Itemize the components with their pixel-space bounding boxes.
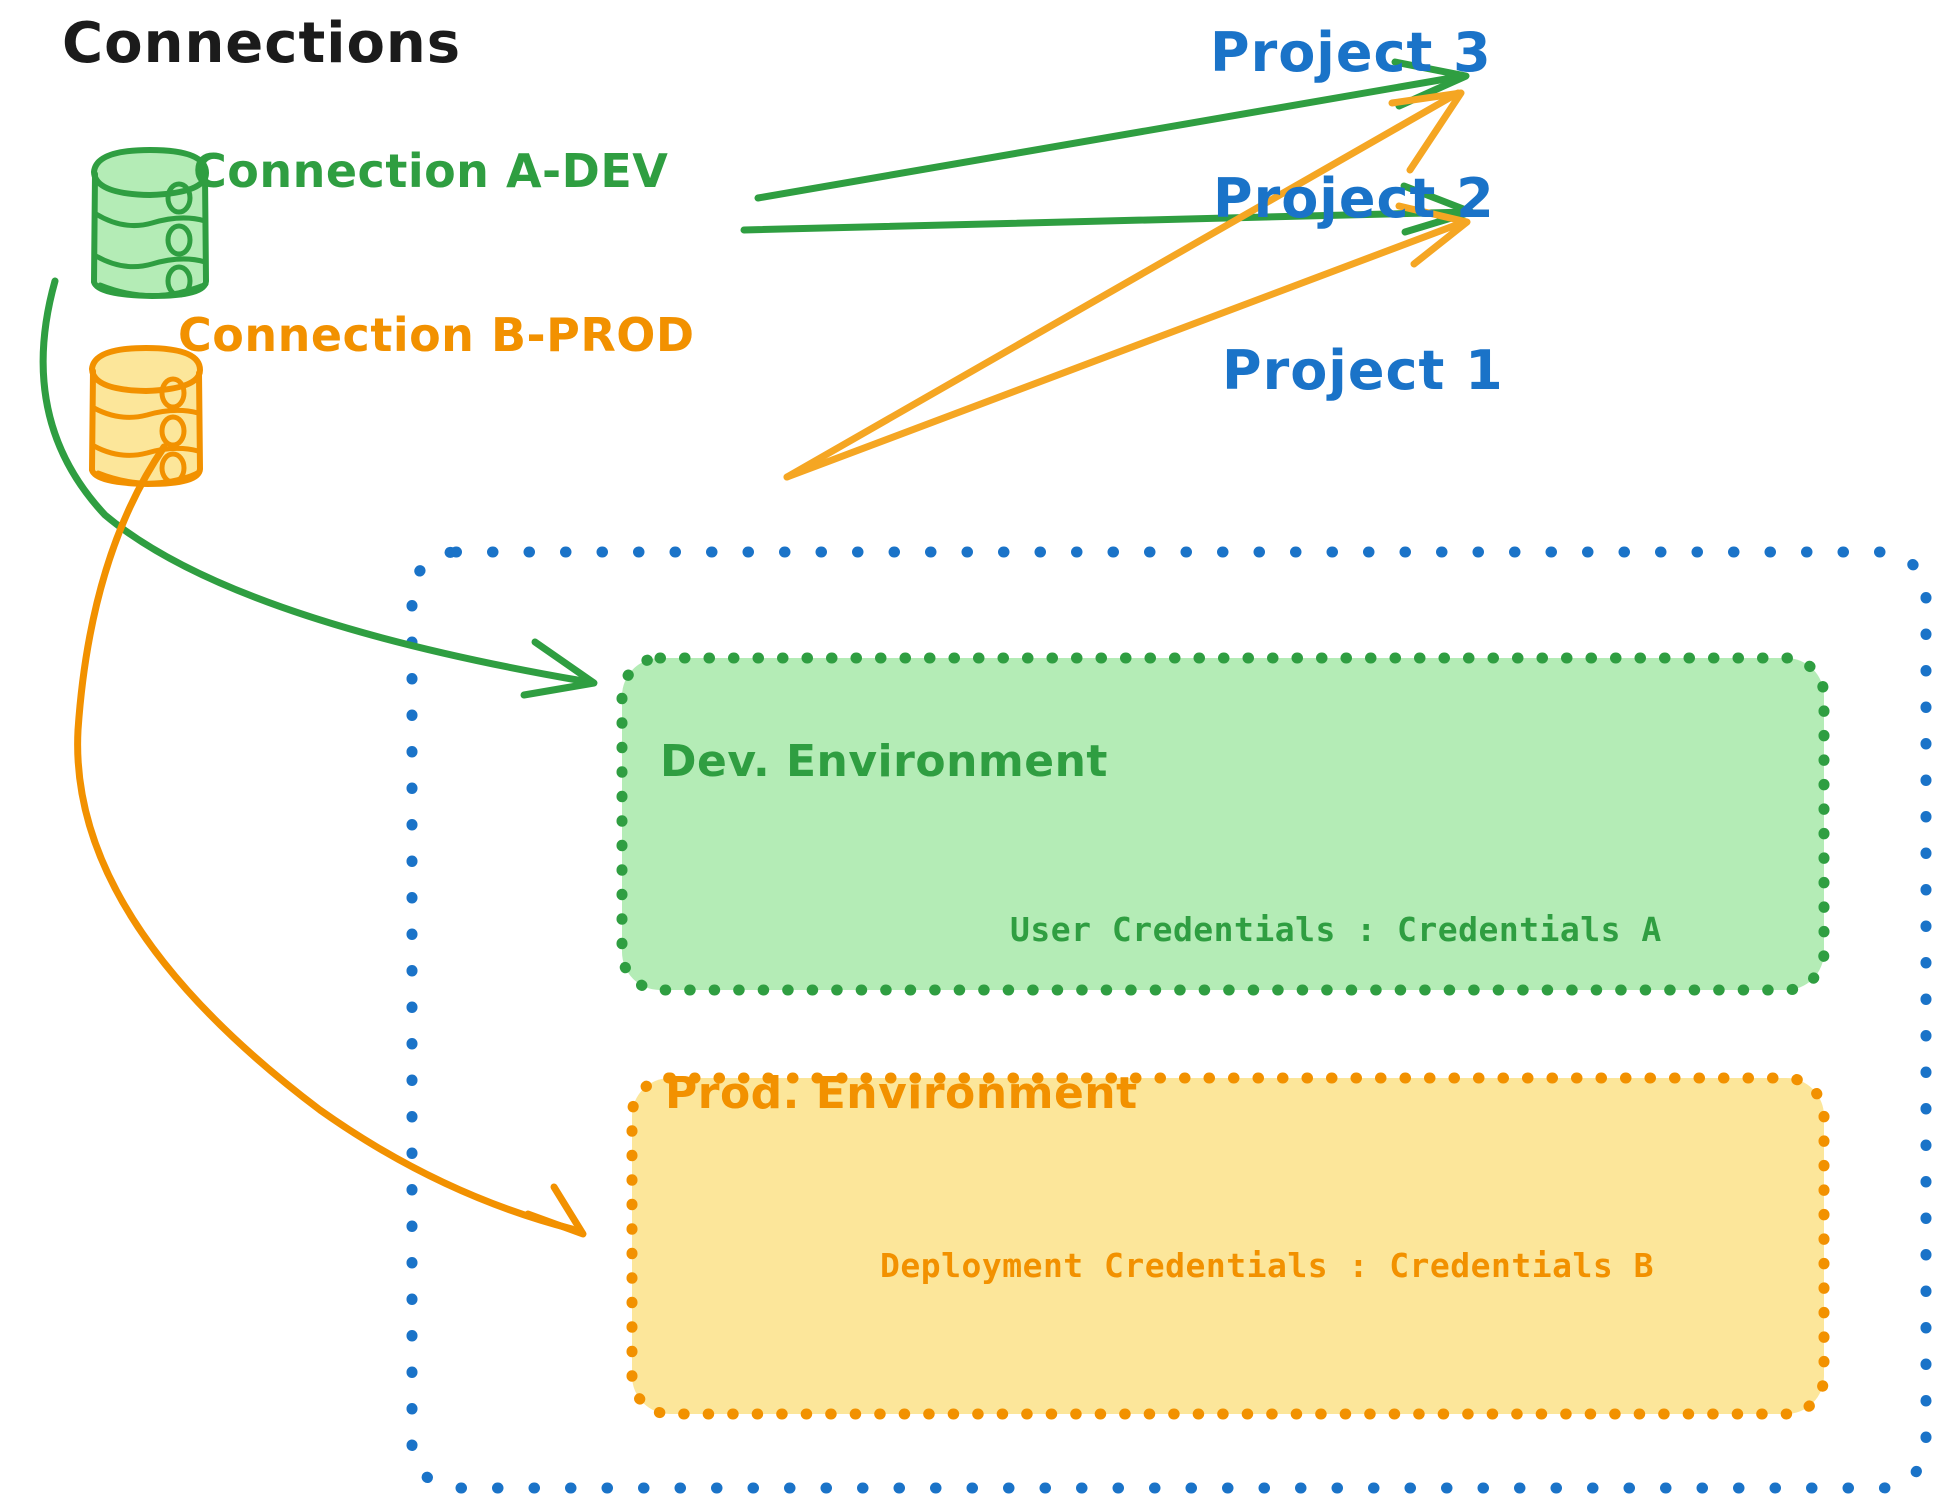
dev-environment-title: Dev. Environment: [660, 736, 1108, 787]
edge-b-prod-to-prod-environment: [74, 443, 587, 1238]
page-title: Connections: [62, 11, 462, 76]
project-3-label[interactable]: Project 3: [1210, 21, 1492, 84]
database-cylinder-icon-orange[interactable]: [88, 344, 204, 487]
dev-environment-credentials: User Credentials : Credentials A: [1010, 910, 1662, 949]
edge-b-prod-to-project-3: [783, 89, 1465, 481]
project-1-container-outline: [406, 546, 1932, 1494]
prod-environment-title: Prod. Environment: [665, 1068, 1138, 1119]
database-cylinder-icon-green[interactable]: [90, 146, 210, 299]
connection-a-dev-label[interactable]: Connection A-DEV: [193, 144, 669, 198]
prod-environment-credentials: Deployment Credentials : Credentials B: [880, 1246, 1654, 1285]
project-1-label[interactable]: Project 1: [1222, 339, 1504, 402]
connection-b-prod-label[interactable]: Connection B-PROD: [178, 308, 695, 362]
project-2-label[interactable]: Project 2: [1213, 167, 1495, 230]
